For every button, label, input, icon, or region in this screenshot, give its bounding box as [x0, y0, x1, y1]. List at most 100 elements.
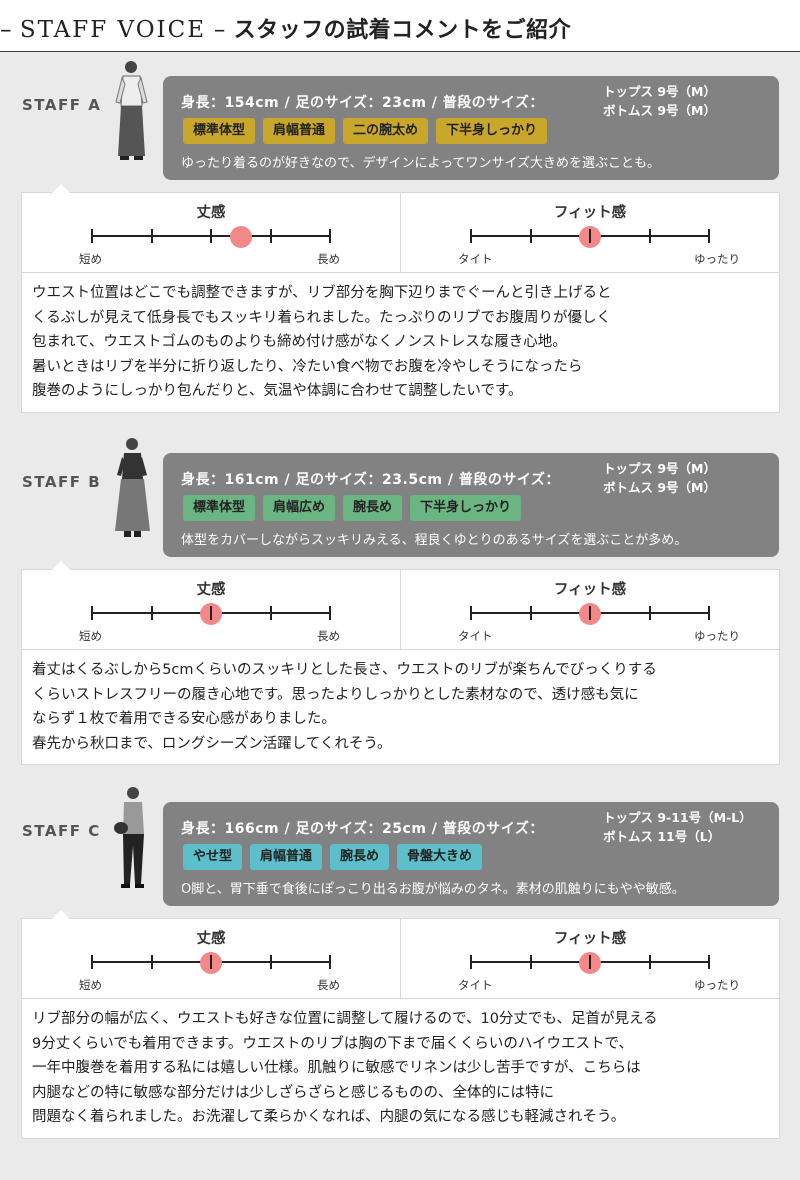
comment-line: 一年中腹巻を着用する私には嬉しい仕様。肌触りに敏感でリネンは少し苦手ですが、こち… [32, 1060, 641, 1076]
scale-tick [210, 955, 212, 969]
tag: やせ型 [183, 844, 243, 870]
scale-tick [708, 606, 710, 620]
header-rule [0, 51, 800, 52]
staff-figure-image [115, 61, 148, 160]
scale-tick [329, 606, 331, 620]
title-en: STAFF VOICE [19, 17, 207, 43]
scale-right-label: 長め [317, 978, 340, 992]
scale-name: 丈感 [196, 205, 226, 221]
staff-label: STAFF B [22, 473, 102, 491]
comment-line: くらいストレスフリーの履き心地です。思ったよりしっかりとした素材なので、透け感も… [32, 686, 639, 703]
title-jp: スタッフの試着コメントをご紹介 [233, 18, 572, 43]
scale-right-label: ゆったり [694, 629, 740, 643]
scale-divider [400, 570, 401, 650]
comment-line: 暑いときはリブを半分に折り返したり、冷たい食べ物でお腹を冷やしそうになったら [32, 358, 583, 375]
page-title: – STAFF VOICE – スタッフの試着コメントをご紹介 [0, 17, 572, 43]
comment-line: 腹巻のようにしっかり包んだりと、気温や体調に合わせて調整したいです。 [32, 383, 523, 399]
scale-tick [529, 955, 532, 969]
staff-info-panel: 身長：166cm / 足のサイズ：25cm / 普段のサイズ： トップス 9-1… [163, 802, 779, 906]
scale-tick [589, 229, 591, 243]
scale-tick [648, 229, 651, 243]
comment-line: 包まれて、ウエストゴムのものよりも締め付け感がなくノンストレスな履き心地。 [32, 334, 567, 350]
scale-tick [529, 229, 532, 243]
scale-name: 丈感 [196, 931, 226, 947]
scale-left-label: 短め [79, 252, 102, 266]
length-scale: 丈感 短め 長め [22, 193, 400, 273]
ratings-panel: 丈感 短め 長め フィット感 タイト ゆったり [21, 561, 780, 650]
staff-note: O脚と、胃下垂で食後にぽっこり出るお腹が悩みのタネ。素材の肌触りにもやや敏感。 [181, 882, 685, 897]
tag: 肩幅普通 [263, 118, 336, 144]
staff-label: STAFF A [22, 96, 102, 114]
scale-tick [269, 955, 272, 969]
size-bottoms: ボトムス 9号（M） [603, 103, 716, 118]
body-type-tags: 標準体型肩幅広め腕長め下半身しっかり [183, 495, 529, 521]
scale-tick [150, 955, 153, 969]
scale-tick [91, 955, 93, 969]
comment-line: くるぶしが見えて低身長でもスッキリ着られました。たっぷりのリブでお腹周りが優しく [32, 309, 611, 326]
comment-line: 9分丈くらいでも着用できます。ウエストのリブは胸の下まで届くくらいのハイウエスト… [32, 1035, 633, 1052]
scale-name: 丈感 [196, 582, 226, 598]
staff-comment: ウエスト位置はどこでも調整できますが、リブ部分を胸下辺りまでぐーんと引き上げると… [21, 272, 780, 413]
scale-name: フィット感 [553, 205, 627, 221]
size-bottoms: ボトムス 11号（L） [603, 829, 721, 844]
fit-scale: フィット感 タイト ゆったり [401, 919, 779, 999]
fit-scale: フィット感 タイト ゆったり [401, 193, 779, 273]
staff-voice-section: STAFF A 身長：154cm / 足のサイズ：23cm / 普段のサイズ： … [0, 52, 800, 1180]
scale-left-label: 短め [79, 978, 102, 992]
staff-profile: STAFF A 身長：154cm / 足のサイズ：23cm / 普段のサイズ： … [0, 52, 800, 180]
scale-left-label: 短め [79, 629, 102, 643]
scale-right-label: ゆったり [694, 978, 740, 992]
staff-note: 体型をカバーしながらスッキリみえる、程良くゆとりのあるサイズを選ぶことが多め。 [181, 533, 688, 548]
speech-pointer [52, 184, 70, 193]
staff-info-panel: 身長：161cm / 足のサイズ：23.5cm / 普段のサイズ： トップス 9… [163, 453, 779, 557]
scale-tick [210, 229, 212, 243]
scale-name: フィット感 [553, 582, 627, 598]
scale-tick [470, 606, 472, 620]
comment-line: ウエスト位置はどこでも調整できますが、リブ部分を胸下辺りまでぐーんと引き上げると [32, 285, 612, 301]
comment-line: 春先から秋口まで、ロングシーズン活躍してくれそう。 [32, 735, 392, 752]
ratings-panel: 丈感 短め 長め フィット感 タイト ゆったり [21, 184, 780, 273]
scale-tick [470, 955, 472, 969]
comment-line: 着丈はくるぶしから5cmくらいのスッキリとした長さ、ウエストのリブが楽ちんでびっ… [32, 662, 657, 678]
size-tops: トップス 9号（M） [603, 461, 716, 476]
staff-figure-image [114, 787, 144, 888]
scale-right-label: 長め [317, 629, 340, 643]
rating-marker [229, 226, 252, 248]
ratings-panel: 丈感 短め 長め フィット感 タイト ゆったり [21, 910, 780, 999]
tag: 肩幅広め [263, 495, 336, 521]
scale-right-label: ゆったり [694, 252, 740, 266]
scale-tick [91, 229, 93, 243]
scale-tick [648, 606, 651, 620]
tag: 腕長め [330, 844, 390, 870]
scale-divider [400, 193, 401, 273]
scale-tick [470, 229, 472, 243]
tag: 下半身しっかり [410, 495, 522, 521]
tag: 下半身しっかり [436, 118, 548, 144]
staff-comment: リブ部分の幅が広く、ウエストも好きな位置に調整して履けるので、10分丈でも、足首… [21, 998, 780, 1139]
length-scale: 丈感 短め 長め [22, 570, 400, 650]
staff-usual-sizes: トップス 9号（M） ボトムス 9号（M） [603, 82, 716, 120]
tag: 腕長め [343, 495, 403, 521]
scale-tick [529, 606, 532, 620]
length-scale: 丈感 短め 長め [22, 919, 400, 999]
tag: 標準体型 [183, 495, 256, 521]
staff-info-panel: 身長：154cm / 足のサイズ：23cm / 普段のサイズ： トップス 9号（… [163, 76, 779, 180]
comment-line: 問題なく着られました。お洗濯して柔らかくなれば、内腿の気になる感じも軽減されそう… [32, 1109, 626, 1125]
scale-tick [589, 955, 591, 969]
scale-tick [91, 606, 93, 620]
scale-left-label: タイト [458, 629, 493, 643]
staff-usual-sizes: トップス 9号（M） ボトムス 9号（M） [603, 459, 716, 497]
tag: 骨盤大きめ [397, 844, 483, 870]
scale-tick [329, 229, 331, 243]
staff-measurements: 身長：154cm / 足のサイズ：23cm / 普段のサイズ： [181, 95, 544, 111]
scale-tick [329, 955, 331, 969]
scale-tick [269, 606, 272, 620]
comment-line: 内腿などの特に敏感な部分だけは少しざらざらと感じるものの、全体的には特に [32, 1084, 554, 1101]
staff-figure-image [115, 438, 150, 537]
scale-tick [150, 606, 153, 620]
staff-label: STAFF C [22, 822, 101, 840]
scale-tick [708, 229, 710, 243]
tag: 二の腕太め [343, 118, 429, 144]
scale-left-label: タイト [458, 978, 493, 992]
tag: 標準体型 [183, 118, 256, 144]
